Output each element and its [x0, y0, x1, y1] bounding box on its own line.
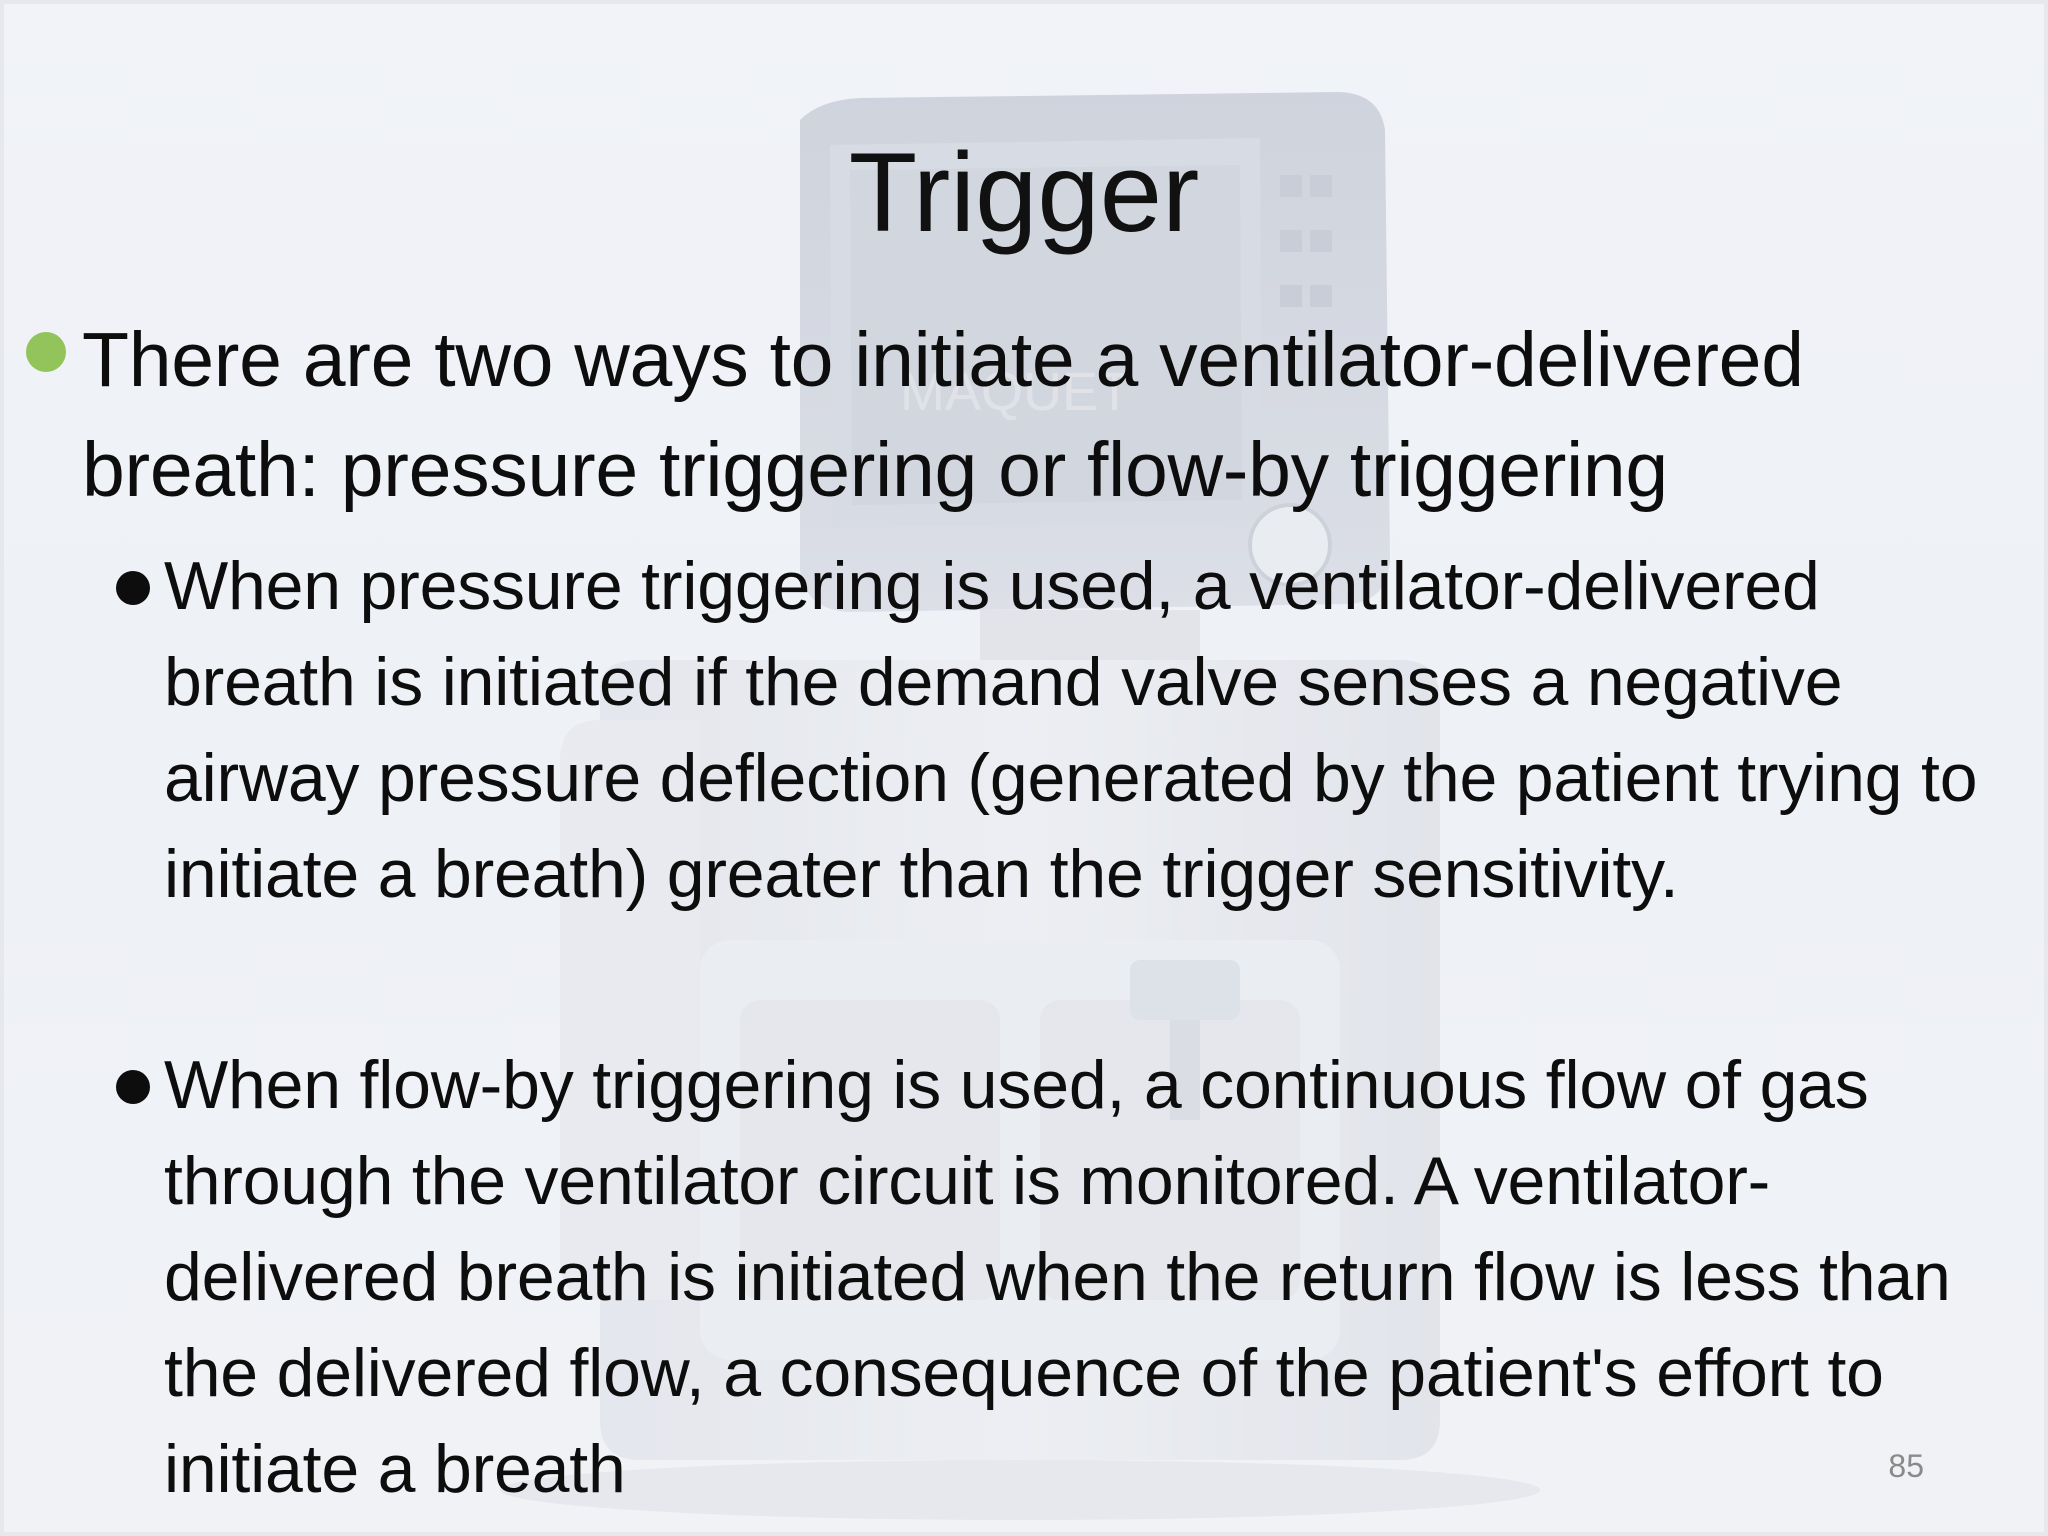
- black-dot-bullet-icon: [116, 1070, 150, 1104]
- black-dot-bullet-icon: [116, 571, 150, 605]
- page-number: 85: [1888, 1448, 1924, 1484]
- main-bullet-text: There are two ways to initiate a ventila…: [82, 317, 1804, 513]
- sub-bullet-text-flow-by-triggering: When flow-by triggering is used, a conti…: [164, 1047, 1951, 1507]
- green-dot-bullet-icon: [26, 332, 66, 372]
- sub-bullet-text-pressure-triggering: When pressure triggering is used, a vent…: [164, 548, 1978, 912]
- ventilator-logo-text: MAQUET: [900, 362, 1131, 422]
- slide-title: Trigger: [848, 130, 1200, 255]
